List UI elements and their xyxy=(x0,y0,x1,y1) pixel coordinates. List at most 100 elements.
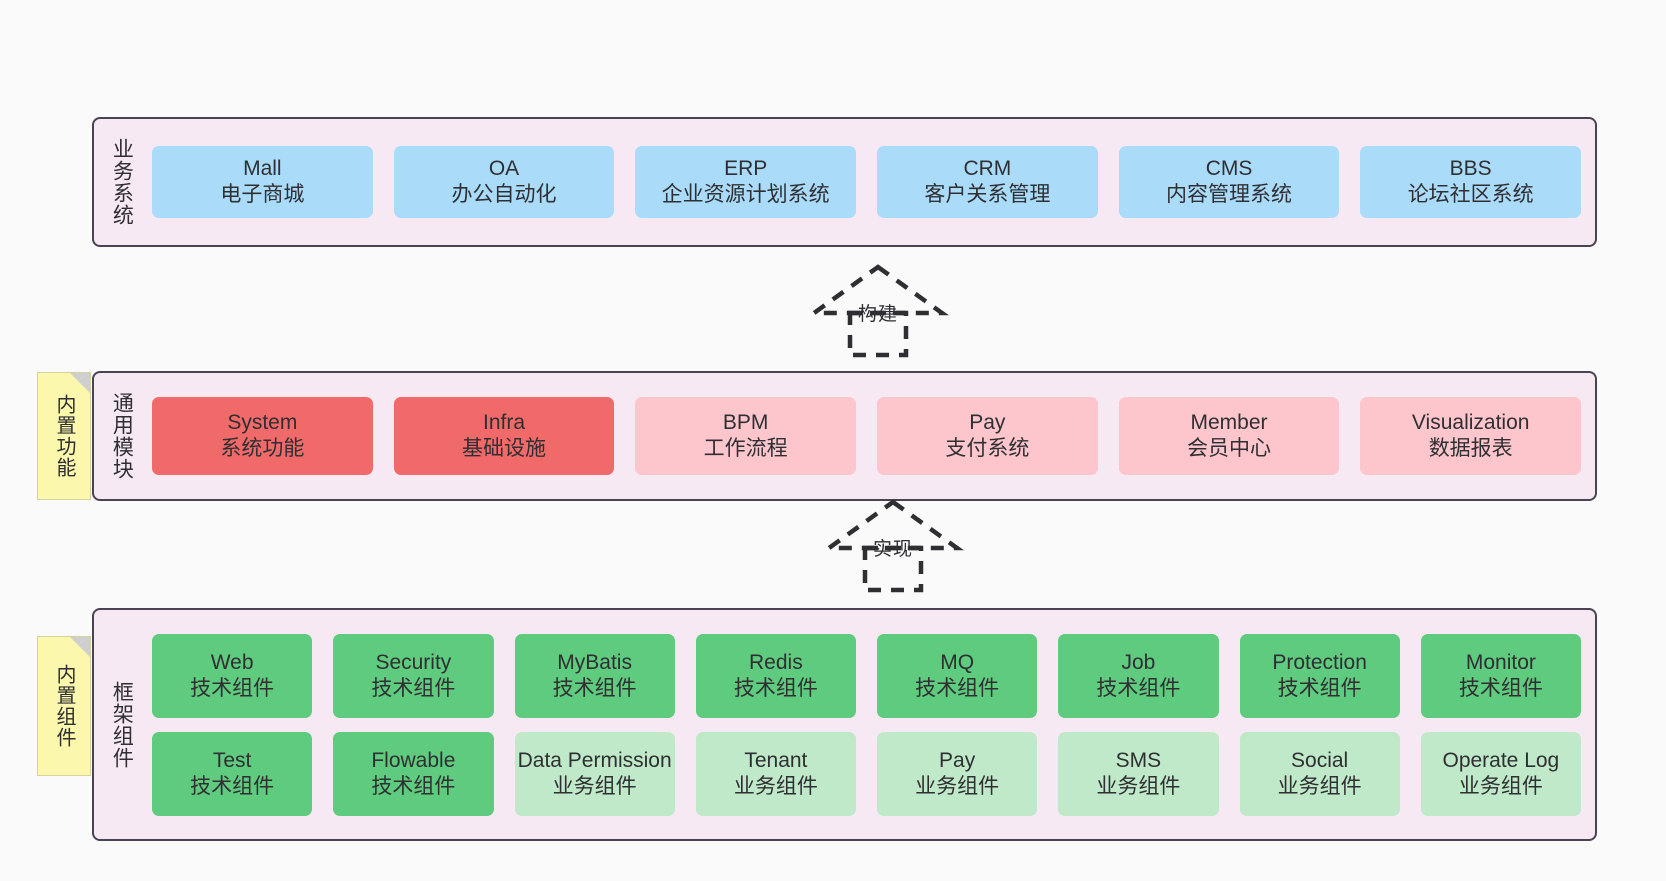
card-cms[interactable]: CMS 内容管理系统 xyxy=(1118,146,1340,218)
card-subtitle: 技术组件 xyxy=(190,676,275,700)
card-title: ERP xyxy=(724,157,768,181)
card-title: Pay xyxy=(939,748,976,772)
card-subtitle: 业务组件 xyxy=(915,774,1000,798)
layer-row: Web 技术组件 Security 技术组件 MyBatis 技术组件 Redi… xyxy=(152,633,1581,718)
card-subtitle: 技术组件 xyxy=(371,774,456,798)
card-subtitle: 技术组件 xyxy=(1277,676,1362,700)
card-mall[interactable]: Mall 电子商城 xyxy=(152,146,373,218)
card-data-permission[interactable]: Data Permission 业务组件 xyxy=(514,731,675,816)
card-bpm[interactable]: BPM 工作流程 xyxy=(635,397,857,475)
card-subtitle: 业务组件 xyxy=(1458,774,1543,798)
card-subtitle: 企业资源计划系统 xyxy=(661,183,830,206)
layer-title-business-system: 业务系统 xyxy=(110,138,134,226)
card-subtitle: 支付系统 xyxy=(945,437,1030,460)
card-subtitle: 内容管理系统 xyxy=(1166,183,1293,206)
card-title: Flowable xyxy=(371,748,456,772)
note-fold-corner-icon xyxy=(70,637,90,657)
card-subtitle: 会员中心 xyxy=(1187,437,1272,460)
layer-row: Test 技术组件 Flowable 技术组件 Data Permission … xyxy=(152,731,1581,816)
card-subtitle: 业务组件 xyxy=(733,774,818,798)
uml-arrow-implement-glyph xyxy=(822,499,964,593)
layer-title-framework-component: 框架组件 xyxy=(110,680,134,769)
card-subtitle: 业务组件 xyxy=(1096,774,1181,798)
layer-business-system: 业务系统 Mall 电子商城 OA 办公自动化 ERP 企业资源计划系统 CRM… xyxy=(92,117,1597,247)
note-label: 内置功能 xyxy=(53,394,75,478)
card-subtitle: 技术组件 xyxy=(190,774,275,798)
card-subtitle: 技术组件 xyxy=(733,676,818,700)
card-title: CRM xyxy=(963,157,1012,181)
card-title: Web xyxy=(210,650,254,674)
layer-body-framework-component: Web 技术组件 Security 技术组件 MyBatis 技术组件 Redi… xyxy=(140,610,1595,839)
card-title: Mall xyxy=(243,157,282,181)
card-operate-log[interactable]: Operate Log 业务组件 xyxy=(1420,731,1581,816)
card-erp[interactable]: ERP 企业资源计划系统 xyxy=(635,146,857,218)
layer-body-common-module: System 系统功能 Infra 基础设施 BPM 工作流程 Pay 支付系统… xyxy=(140,373,1595,499)
card-subtitle: 基础设施 xyxy=(462,437,546,460)
card-title: Test xyxy=(212,748,252,772)
card-title: Data Permission xyxy=(517,748,672,772)
card-title: Tenant xyxy=(744,748,808,772)
card-title: MyBatis xyxy=(557,650,632,674)
card-title: System xyxy=(227,411,298,435)
card-subtitle: 论坛社区系统 xyxy=(1407,183,1534,206)
card-flowable[interactable]: Flowable 技术组件 xyxy=(333,731,494,816)
card-redis[interactable]: Redis 技术组件 xyxy=(695,633,856,718)
card-test[interactable]: Test 技术组件 xyxy=(152,731,313,816)
card-mybatis[interactable]: MyBatis 技术组件 xyxy=(514,633,675,718)
card-title: Member xyxy=(1190,411,1268,435)
card-member[interactable]: Member 会员中心 xyxy=(1118,397,1340,475)
card-visualization[interactable]: Visualization 数据报表 xyxy=(1360,397,1582,475)
uml-arrow-implement: 实现 xyxy=(818,498,968,598)
card-title: Pay xyxy=(969,411,1006,435)
card-title: MQ xyxy=(940,650,975,674)
card-pay-component[interactable]: Pay 业务组件 xyxy=(877,731,1038,816)
card-pay[interactable]: Pay 支付系统 xyxy=(877,397,1098,475)
card-subtitle: 电子商城 xyxy=(220,183,305,206)
note-builtin-component: 内置组件 xyxy=(37,636,91,776)
card-subtitle: 技术组件 xyxy=(1458,676,1543,700)
card-oa[interactable]: OA 办公自动化 xyxy=(393,146,615,218)
card-title: Operate Log xyxy=(1442,748,1560,772)
card-subtitle: 技术组件 xyxy=(915,676,1000,700)
card-tenant[interactable]: Tenant 业务组件 xyxy=(695,731,856,816)
card-subtitle: 系统功能 xyxy=(220,437,305,460)
card-title: Redis xyxy=(749,650,803,674)
card-title: Visualization xyxy=(1411,411,1530,435)
card-subtitle: 办公自动化 xyxy=(451,183,557,206)
card-title: Infra xyxy=(482,411,526,435)
layer-row: System 系统功能 Infra 基础设施 BPM 工作流程 Pay 支付系统… xyxy=(152,397,1582,475)
note-fold-corner-icon xyxy=(70,373,90,393)
card-subtitle: 业务组件 xyxy=(552,774,637,798)
note-label: 内置组件 xyxy=(53,664,75,748)
card-bbs[interactable]: BBS 论坛社区系统 xyxy=(1360,146,1582,218)
card-title: SMS xyxy=(1115,748,1162,772)
card-system[interactable]: System 系统功能 xyxy=(152,397,373,475)
layer-framework-component: 框架组件 Web 技术组件 Security 技术组件 MyBatis 技术组件… xyxy=(92,608,1597,841)
card-social[interactable]: Social 业务组件 xyxy=(1239,731,1400,816)
note-builtin-function: 内置功能 xyxy=(37,372,91,500)
layer-body-business-system: Mall 电子商城 OA 办公自动化 ERP 企业资源计划系统 CRM 客户关系… xyxy=(140,119,1595,245)
card-protection[interactable]: Protection 技术组件 xyxy=(1239,633,1400,718)
card-title: Job xyxy=(1121,650,1156,674)
card-mq[interactable]: MQ 技术组件 xyxy=(877,633,1038,718)
card-monitor[interactable]: Monitor 技术组件 xyxy=(1420,633,1581,718)
card-title: OA xyxy=(488,157,520,181)
card-subtitle: 技术组件 xyxy=(1096,676,1181,700)
card-title: Monitor xyxy=(1465,650,1536,674)
card-sms[interactable]: SMS 业务组件 xyxy=(1058,731,1219,816)
layer-row: Mall 电子商城 OA 办公自动化 ERP 企业资源计划系统 CRM 客户关系… xyxy=(152,146,1582,218)
card-web[interactable]: Web 技术组件 xyxy=(152,633,313,718)
card-title: Social xyxy=(1291,748,1349,772)
card-security[interactable]: Security 技术组件 xyxy=(333,633,494,718)
card-subtitle: 业务组件 xyxy=(1277,774,1362,798)
card-subtitle: 数据报表 xyxy=(1428,437,1513,460)
card-title: Protection xyxy=(1272,650,1367,674)
card-job[interactable]: Job 技术组件 xyxy=(1058,633,1219,718)
uml-arrow-build: 构建 xyxy=(803,263,953,363)
card-title: BBS xyxy=(1449,157,1492,181)
layer-title-common-module: 通用模块 xyxy=(110,392,134,480)
card-crm[interactable]: CRM 客户关系管理 xyxy=(877,146,1098,218)
layer-common-module: 通用模块 System 系统功能 Infra 基础设施 BPM 工作流程 Pay… xyxy=(92,371,1597,501)
card-title: BPM xyxy=(722,411,769,435)
card-infra[interactable]: Infra 基础设施 xyxy=(393,397,615,475)
